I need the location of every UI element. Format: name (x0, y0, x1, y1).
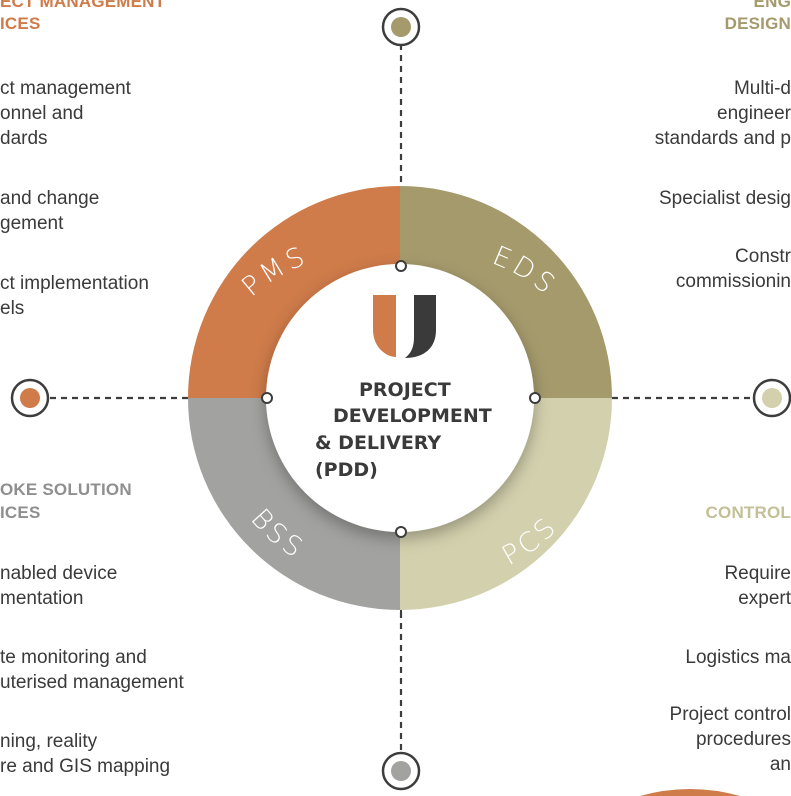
top-node-icon (381, 7, 421, 47)
center-title-line4: (PDD) (315, 459, 378, 481)
u-logo-icon (373, 295, 436, 358)
pcs-item-3: Project control procedures an (669, 704, 791, 776)
bottom-inner-dot (395, 526, 407, 538)
pms-item-2: and change gement (0, 188, 100, 235)
pms-segment (188, 186, 400, 398)
center-title-line2: DEVELOPMENT (333, 405, 492, 427)
pcs-segment (400, 398, 612, 610)
pms-heading-line1: ECT MANAGEMENT (0, 0, 166, 11)
right-inner-dot (529, 392, 541, 404)
pcs-item-2: Logistics ma (685, 647, 791, 668)
center-title-line1: PROJECT (359, 379, 451, 401)
bss-item-2: te monitoring and uterised management (0, 647, 184, 694)
eds-heading-line2: DESIGN (724, 14, 791, 33)
top-inner-dot (395, 260, 407, 272)
eds-segment (400, 186, 612, 398)
bss-segment (188, 398, 400, 610)
bss-heading-line2: ICES (0, 503, 41, 522)
pms-heading-line2: ICES (0, 14, 41, 33)
pcs-heading: CONTROL (705, 503, 791, 522)
right-node-icon (752, 378, 791, 418)
eds-heading-line1: ENG (753, 0, 791, 11)
pms-item-1: ct management onnel and dards (0, 78, 131, 150)
bss-heading-line1: OKE SOLUTION (0, 480, 132, 499)
decorative-arc (640, 789, 740, 796)
center-title-line3: & DELIVERY (315, 432, 441, 454)
bottom-node-icon (381, 751, 421, 791)
left-node-icon (10, 378, 50, 418)
eds-item-2: Specialist desig (658, 188, 791, 209)
center-disc (266, 264, 534, 532)
ring (188, 186, 612, 610)
left-inner-dot (261, 392, 273, 404)
pms-item-3: ct implementation els (0, 273, 149, 320)
eds-item-3: Constr commissionin (675, 246, 791, 293)
bss-item-1: nabled device mentation (0, 563, 118, 610)
bss-item-3: ning, reality re and GIS mapping (0, 731, 171, 778)
pcs-item-1: Require expert (724, 563, 791, 610)
eds-item-1: Multi-d engineer standards and p (654, 78, 791, 150)
